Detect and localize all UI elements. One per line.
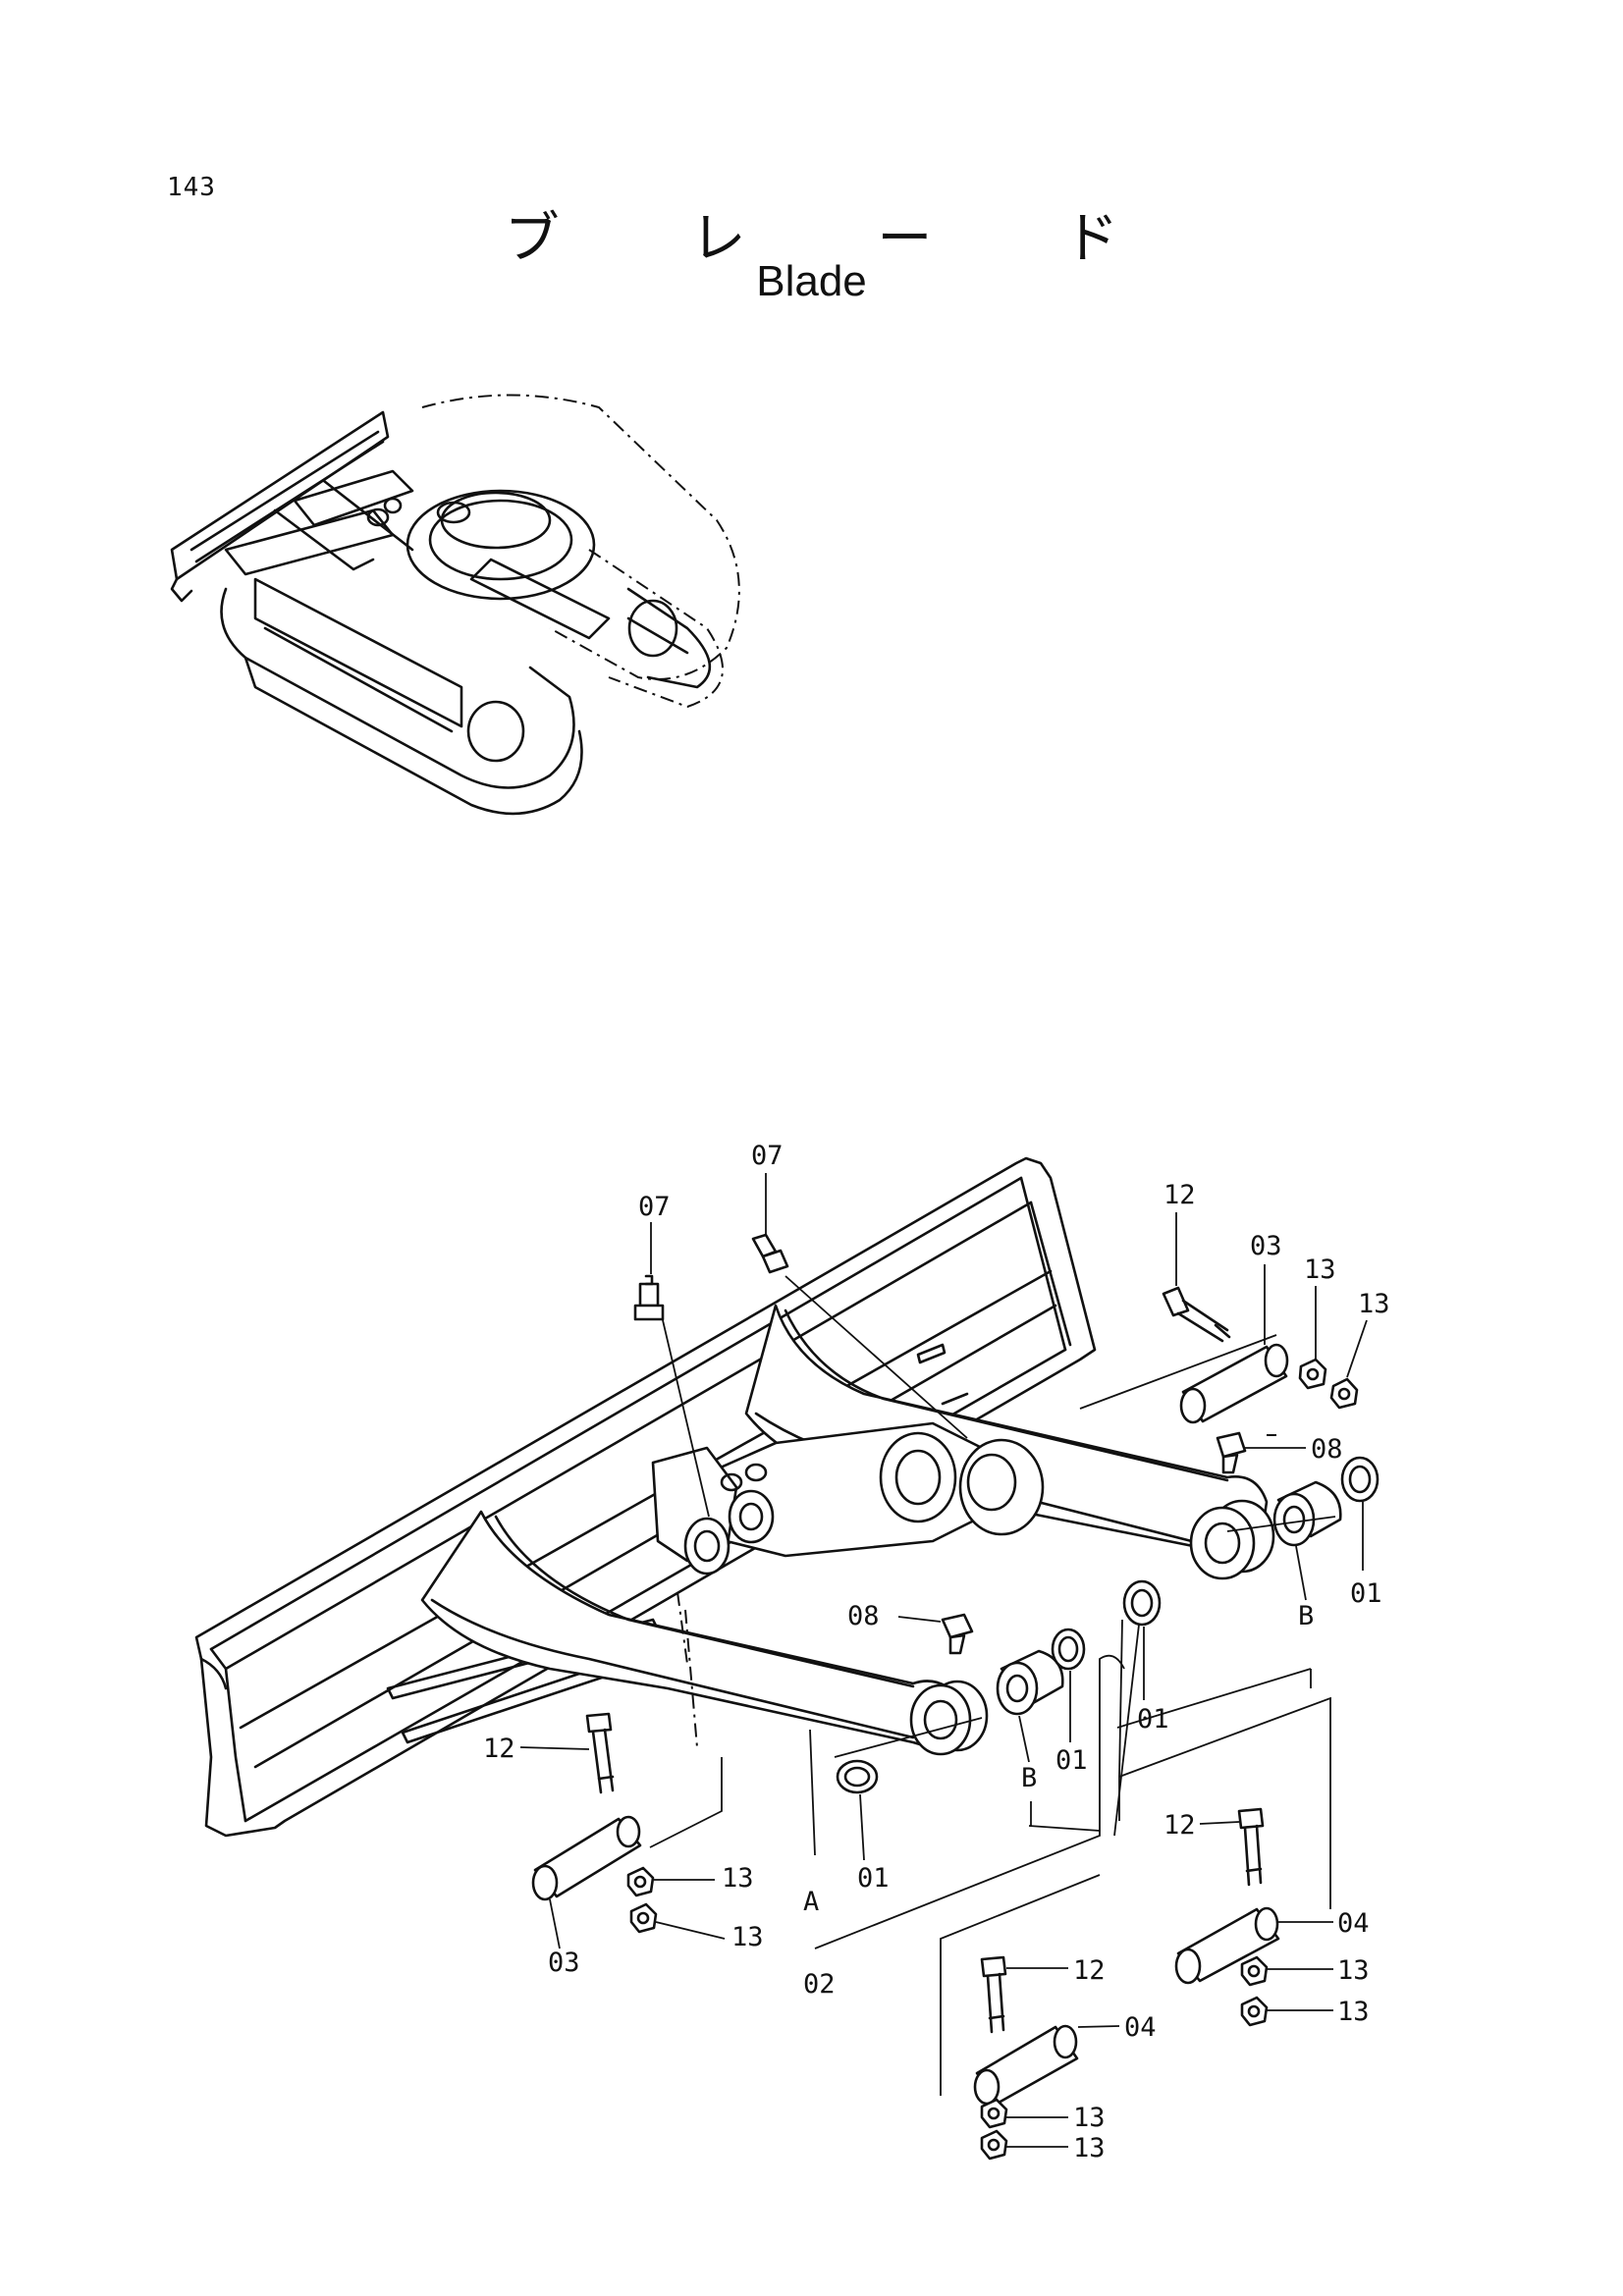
nut-13-left-a	[626, 1866, 655, 1897]
nut-13-left-b	[629, 1902, 658, 1934]
callout-12-left: 12	[483, 1734, 515, 1764]
callout-03-left: 03	[548, 1948, 580, 1978]
bolt-12-lower-center	[980, 1955, 1007, 2034]
callout-13-lower-center-a: 13	[1073, 2103, 1106, 2133]
callout-01-right: 01	[1350, 1578, 1382, 1609]
callout-08-left: 08	[847, 1601, 880, 1631]
grease-fitting-08-left	[941, 1613, 974, 1655]
bushing-right	[1272, 1480, 1342, 1547]
bolt-12-left	[585, 1712, 615, 1794]
callout-13-top-b: 13	[1358, 1289, 1390, 1319]
callout-B-right: B	[1298, 1601, 1314, 1631]
bolt-12-lower-right	[1237, 1807, 1265, 1887]
page-number: 143	[167, 173, 216, 202]
nut-13-lower-center-b	[980, 2129, 1008, 2161]
title-japanese: ブ レ ー ド	[504, 207, 1176, 271]
title-english: Blade	[756, 257, 867, 305]
washer-01-center	[1122, 1579, 1162, 1627]
pin-03-top-right	[1179, 1343, 1289, 1424]
nut-13-top-right-b	[1329, 1377, 1359, 1410]
grease-fitting-08-right	[1216, 1431, 1247, 1474]
callout-01-bottom: 01	[857, 1863, 890, 1894]
callout-04-lower-center: 04	[1124, 2012, 1157, 2043]
grease-fitting-07-center	[751, 1233, 789, 1274]
callout-01-left: 01	[1055, 1745, 1088, 1776]
callout-07-left: 07	[638, 1192, 671, 1222]
pin-04-lower-right	[1174, 1906, 1280, 1985]
callout-13-lower-right-a: 13	[1337, 1955, 1370, 1986]
callout-02: 02	[803, 1969, 836, 2000]
nut-13-top-right-a	[1298, 1358, 1327, 1390]
nut-13-lower-center-a	[980, 2098, 1008, 2129]
pin-03-left	[531, 1815, 642, 1901]
callout-12-lower-right: 12	[1163, 1810, 1196, 1841]
washer-01-left	[1051, 1628, 1086, 1671]
bushing-left	[996, 1649, 1064, 1716]
callout-A: A	[803, 1887, 819, 1917]
callout-13-lower-right-b: 13	[1337, 1997, 1370, 2027]
nut-13-lower-right-b	[1240, 1996, 1269, 2027]
machine-overview-illustration	[170, 394, 740, 816]
callout-13-left-b: 13	[731, 1922, 764, 1952]
callout-13-top-a: 13	[1304, 1255, 1336, 1285]
callout-13-lower-center-b: 13	[1073, 2133, 1106, 2163]
callout-03-top: 03	[1250, 1231, 1282, 1261]
bolt-12-top-right	[1162, 1286, 1231, 1343]
grease-fitting-07-left	[633, 1274, 665, 1321]
callout-B-left: B	[1021, 1763, 1037, 1793]
callout-12-lower-center: 12	[1073, 1955, 1106, 1986]
washer-01-right	[1340, 1456, 1380, 1503]
pin-04-lower-center	[973, 2024, 1079, 2106]
callout-01-center: 01	[1137, 1704, 1169, 1735]
blade-exploded-view	[194, 1156, 1380, 2161]
callout-08-right: 08	[1311, 1434, 1343, 1465]
callout-leaders	[519, 1173, 1368, 2148]
nut-13-lower-right-a	[1240, 1955, 1269, 1987]
callout-12-top: 12	[1163, 1180, 1196, 1210]
callout-13-left-a: 13	[722, 1863, 754, 1894]
washer-01-bottom	[836, 1759, 879, 1794]
callout-07-center: 07	[751, 1141, 784, 1171]
callout-labels: 07 07 12 03 13 13 08 01 B 08 01 01 B 12 …	[483, 1141, 1390, 2163]
callout-04-lower-right: 04	[1337, 1908, 1370, 1939]
